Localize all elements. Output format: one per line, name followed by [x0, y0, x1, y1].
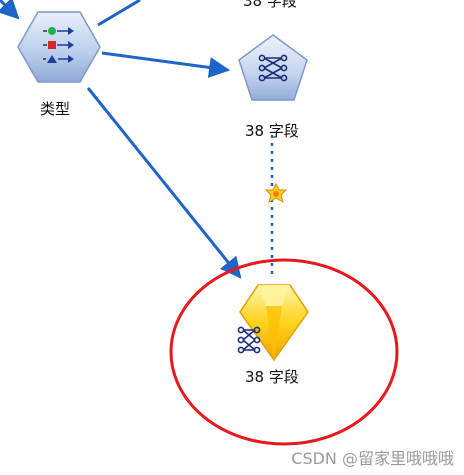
triangle-symbol-icon [47, 55, 57, 63]
circle-symbol-icon [48, 27, 56, 35]
fields-model-node-label: 38 字段 [245, 368, 299, 386]
type-node-label: 类型 [40, 100, 71, 118]
network-glyph-icon [258, 54, 288, 82]
type-node[interactable] [17, 11, 101, 83]
type-node-icon[interactable] [17, 11, 101, 83]
offscreen-node-label: 38 字段 [243, 0, 297, 10]
fields-model-node[interactable] [237, 284, 309, 362]
nugget-network-glyph-icon [237, 326, 261, 354]
connection-type-to-offscreen[interactable] [97, 0, 141, 27]
watermark: CSDN @留家里哦哦哦 [291, 449, 454, 468]
feature-selection-icon[interactable] [238, 34, 308, 101]
connection-offscreen-to-type[interactable] [0, 0, 20, 20]
model-link-star-icon[interactable] [264, 182, 288, 204]
highlight-circle [169, 258, 399, 446]
fields-top-node[interactable] [238, 34, 308, 101]
connection-lines [0, 0, 274, 279]
square-symbol-icon [48, 41, 56, 49]
connection-type-to-fields-model[interactable] [86, 87, 242, 279]
connection-type-to-fields-top[interactable] [101, 51, 231, 78]
fields-top-node-label: 38 字段 [245, 122, 299, 140]
